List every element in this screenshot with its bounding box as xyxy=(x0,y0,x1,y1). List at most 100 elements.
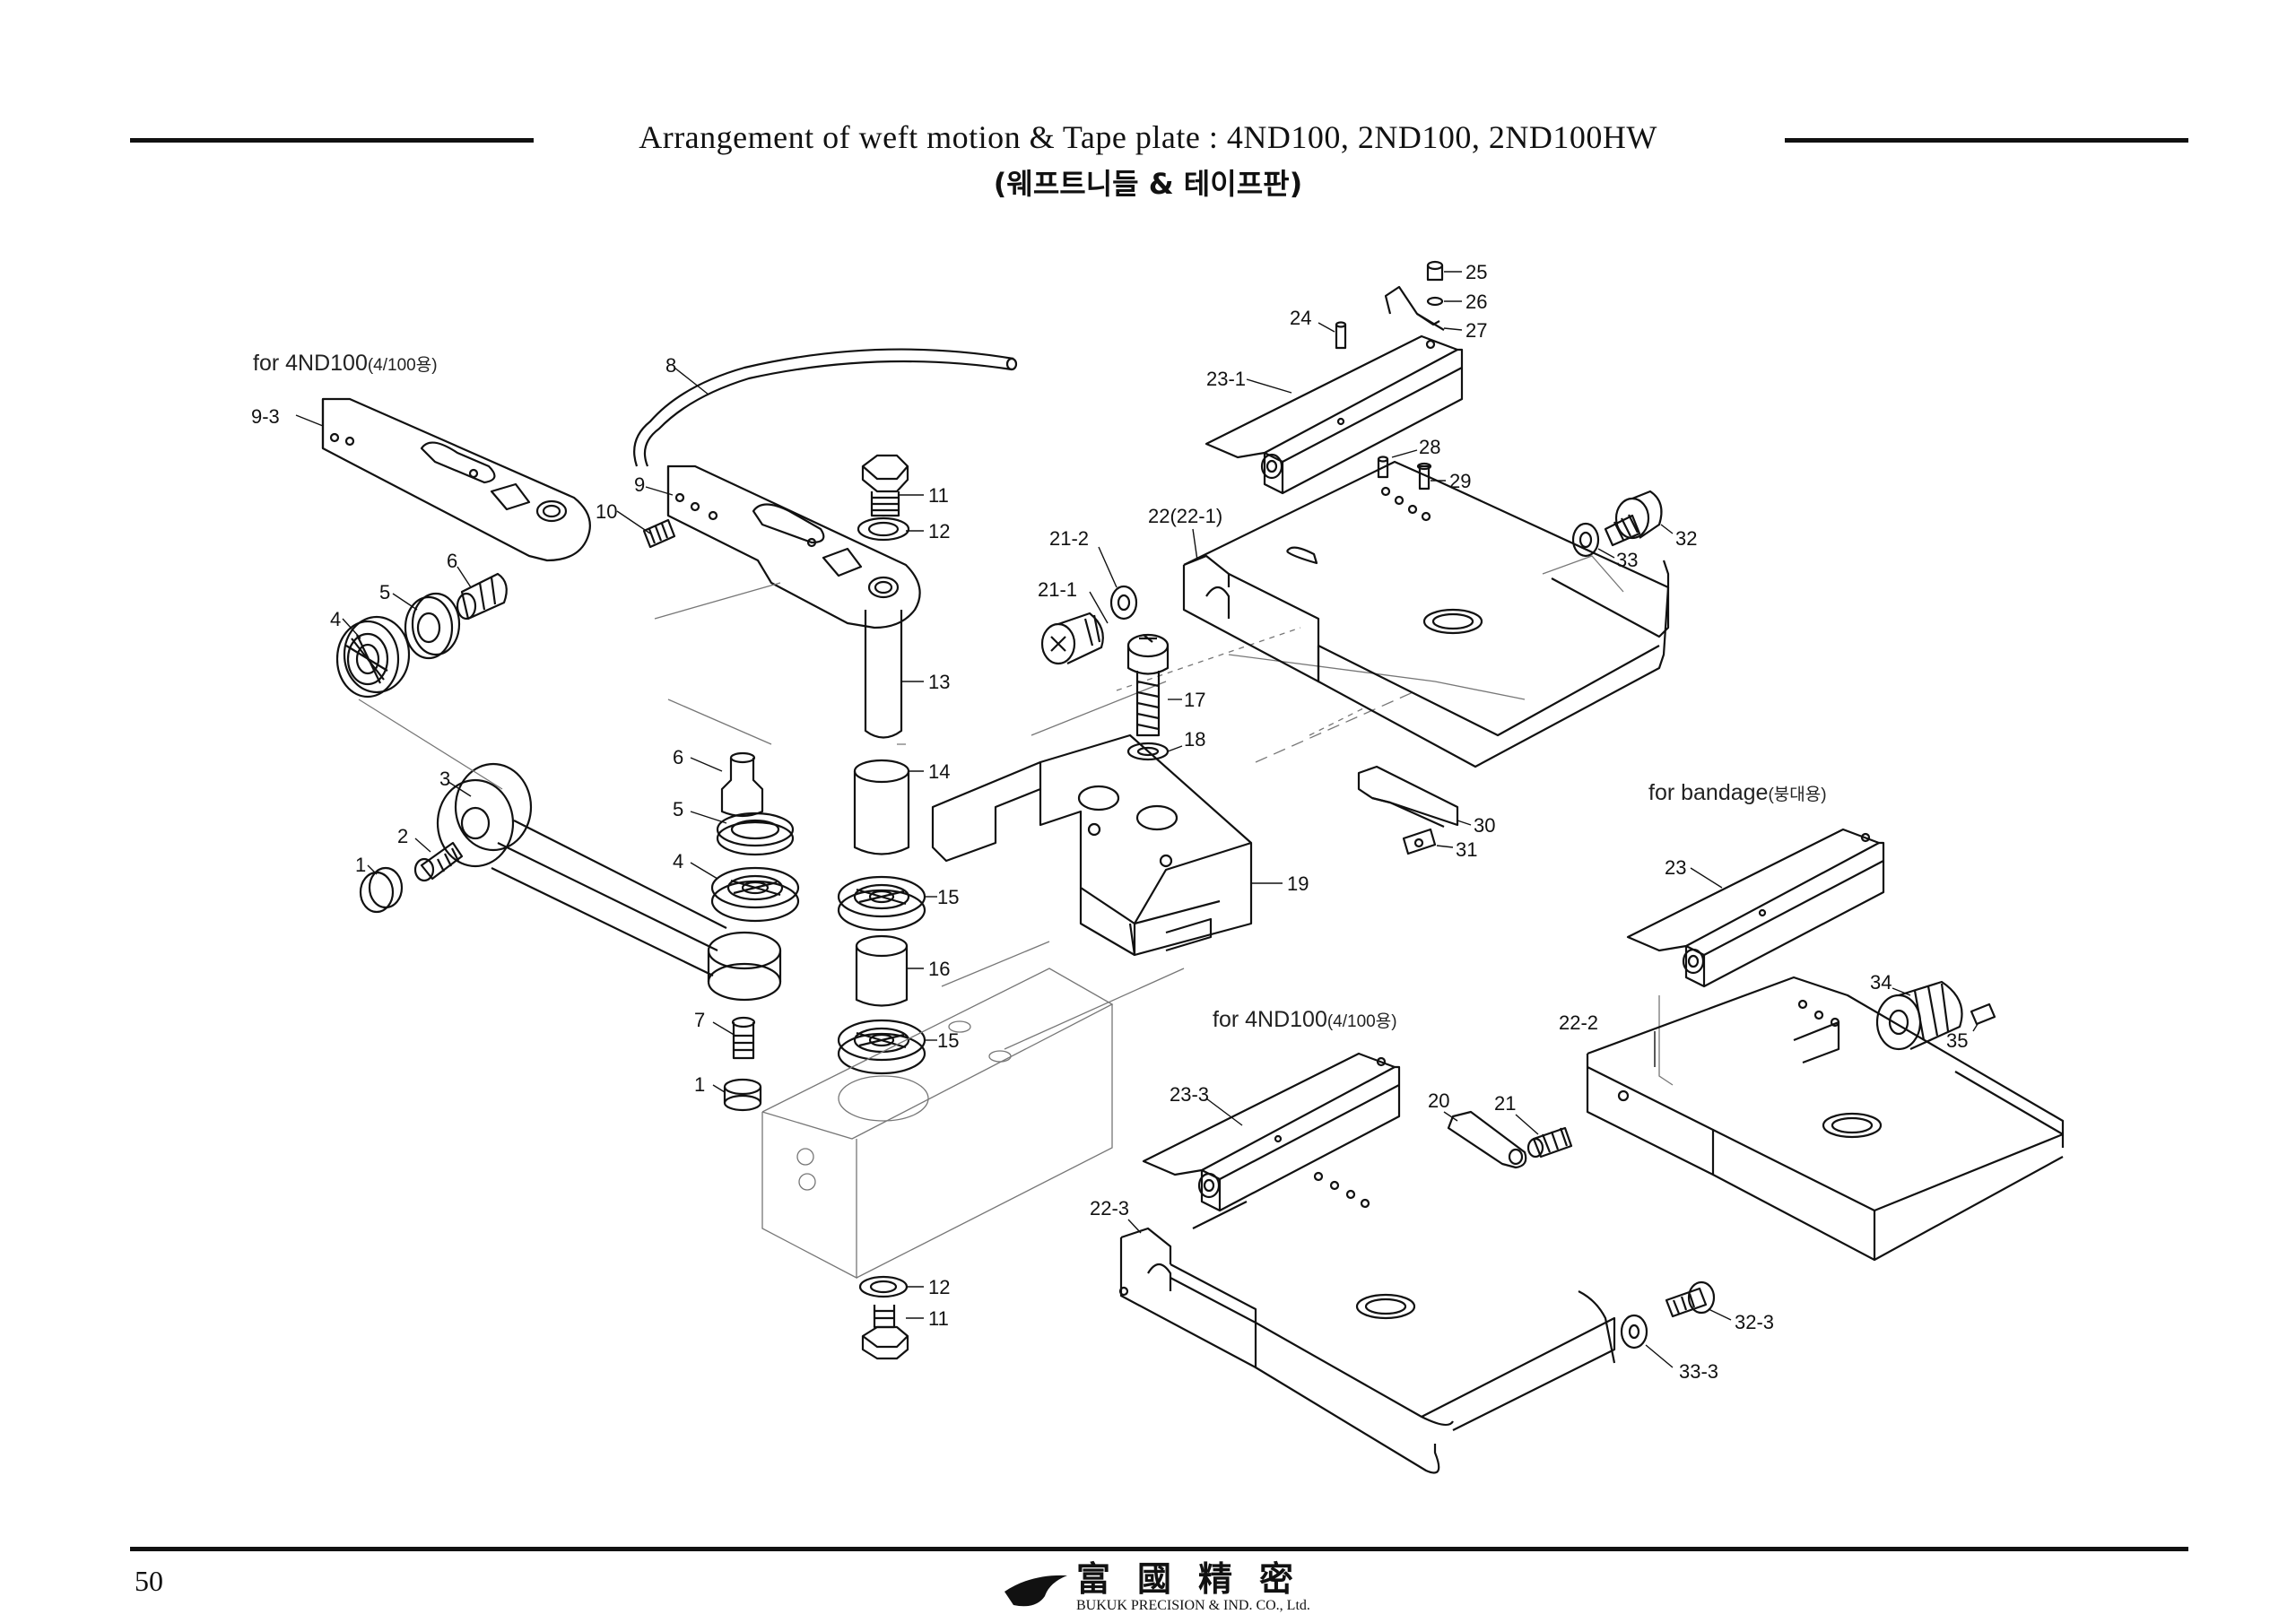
part-label: 11 xyxy=(928,484,949,507)
screw-32 xyxy=(1604,490,1663,547)
washer-33-3 xyxy=(1620,1314,1648,1350)
page-subtitle: (웨프트니들 & 테이프판) xyxy=(993,167,1303,201)
tape-guide-23-1 xyxy=(1205,334,1464,495)
part-label: 21 xyxy=(1494,1092,1516,1115)
part-label: 5 xyxy=(379,581,390,603)
page-title: Arrangement of weft motion & Tape plate … xyxy=(639,119,1657,155)
arm-9-3 xyxy=(321,397,591,562)
ring-mid xyxy=(707,931,782,1002)
section-label-bandage: for bandage(붕대용) xyxy=(1648,780,1827,805)
part-label: 20 xyxy=(1428,1089,1449,1112)
part-label: 28 xyxy=(1419,436,1440,458)
company-name-chinese: 富國精密 xyxy=(1076,1558,1321,1599)
screw-2 xyxy=(413,841,464,882)
spring-27 xyxy=(1384,285,1445,331)
part-label: 11 xyxy=(928,1307,949,1330)
part-label: 4 xyxy=(330,608,341,630)
tape-plate-22 xyxy=(1182,460,1670,768)
collar-5-mid xyxy=(716,812,795,856)
part-number-labels: 9-3 8 9 10 11 12 13 6 5 4 3 2 1 6 5 4 7 … xyxy=(251,261,1968,1383)
leader-lines xyxy=(295,271,1979,1368)
bolt-21-1 xyxy=(1040,612,1104,665)
part-label: 13 xyxy=(928,671,950,693)
part-label: 3 xyxy=(439,768,450,790)
screw-35 xyxy=(1970,1002,1996,1026)
part-label: 15 xyxy=(937,1029,959,1052)
washer-26 xyxy=(1426,296,1444,307)
link-3 xyxy=(436,762,727,976)
company-name-english: BUKUK PRECISION & IND. CO., Ltd. xyxy=(1076,1598,1310,1613)
section-label-suffix: (4/100용) xyxy=(1327,1012,1397,1031)
screw-31 xyxy=(1402,828,1437,855)
shaft-13 xyxy=(864,610,903,739)
section-label-suffix: (4/100용) xyxy=(368,356,438,375)
section-label-4nd100-bottom: for 4ND100(4/100용) xyxy=(1213,1007,1397,1032)
page-number: 50 xyxy=(135,1565,163,1597)
part-label: 10 xyxy=(596,500,617,523)
part-label: 7 xyxy=(694,1009,705,1031)
part-label: 1 xyxy=(694,1073,705,1096)
part-label: 2 xyxy=(397,825,408,847)
screw-17 xyxy=(1126,633,1170,737)
screw-21 xyxy=(1526,1126,1573,1159)
screw-32-3 xyxy=(1665,1280,1716,1318)
part-label: 1 xyxy=(355,854,366,876)
pin-6-mid xyxy=(720,751,764,818)
part-label: 25 xyxy=(1465,261,1487,283)
coupling-34 xyxy=(1875,980,1963,1051)
collar-5-top xyxy=(404,592,461,660)
bearing-4-mid xyxy=(710,866,800,923)
screw-7 xyxy=(731,1016,756,1060)
footer-rule xyxy=(130,1547,2188,1551)
screw-10 xyxy=(642,518,676,549)
part-label: 32-3 xyxy=(1735,1311,1774,1333)
washer-33 xyxy=(1571,522,1600,558)
part-label: 29 xyxy=(1449,470,1471,492)
part-label: 23-1 xyxy=(1206,368,1246,390)
header-rule-right xyxy=(1785,138,2188,143)
part-label: 23-3 xyxy=(1170,1083,1209,1106)
washer-21-2 xyxy=(1109,585,1138,621)
part-label: 18 xyxy=(1184,728,1205,751)
tape-guide-23-3 xyxy=(1142,1052,1401,1212)
part-label: 22(22-1) xyxy=(1148,505,1222,527)
tape-plate-22-3 xyxy=(1118,1201,1616,1474)
bracket-19 xyxy=(931,733,1253,957)
part-label: 15 xyxy=(937,886,959,908)
part-label: 30 xyxy=(1474,814,1495,837)
part-label: 6 xyxy=(673,746,683,768)
pin-24 xyxy=(1335,321,1347,350)
part-label: 4 xyxy=(673,850,683,872)
part-label: 22-2 xyxy=(1559,1011,1598,1034)
pin-28 xyxy=(1377,456,1389,479)
part-label: 21-2 xyxy=(1049,527,1089,550)
part-label: 6 xyxy=(447,550,457,572)
part-label: 5 xyxy=(673,798,683,820)
part-label: 9-3 xyxy=(251,405,280,428)
bearing-15-lower xyxy=(837,1019,926,1075)
tape-guide-23 xyxy=(1626,828,1885,988)
bearing-15-upper xyxy=(837,875,926,932)
logo-mark: BK xyxy=(992,1573,1012,1588)
bolt-11-bottom xyxy=(861,1305,909,1360)
part-label: 35 xyxy=(1946,1029,1968,1052)
bushing-16 xyxy=(855,934,909,1007)
section-label-prefix: for bandage xyxy=(1648,780,1768,805)
part-label: 21-1 xyxy=(1038,578,1077,601)
lever-20 xyxy=(1447,1110,1527,1169)
section-label-prefix: for 4ND100 xyxy=(1213,1007,1327,1032)
bushing-14 xyxy=(853,759,910,855)
weft-needle-8 xyxy=(633,348,1018,467)
part-label: 17 xyxy=(1184,689,1205,711)
company-logo-icon xyxy=(1004,1575,1067,1607)
part-label: 33-3 xyxy=(1679,1360,1718,1383)
part-label: 14 xyxy=(928,760,950,783)
part-label: 31 xyxy=(1456,838,1477,861)
part-label: 8 xyxy=(665,354,676,377)
washer-12-top xyxy=(857,516,910,542)
part-label: 16 xyxy=(928,958,950,980)
part-label: 12 xyxy=(928,1276,950,1298)
section-label-prefix: for 4ND100 xyxy=(253,351,368,376)
pin-6-top xyxy=(456,572,508,621)
section-label-suffix: (붕대용) xyxy=(1768,785,1826,804)
